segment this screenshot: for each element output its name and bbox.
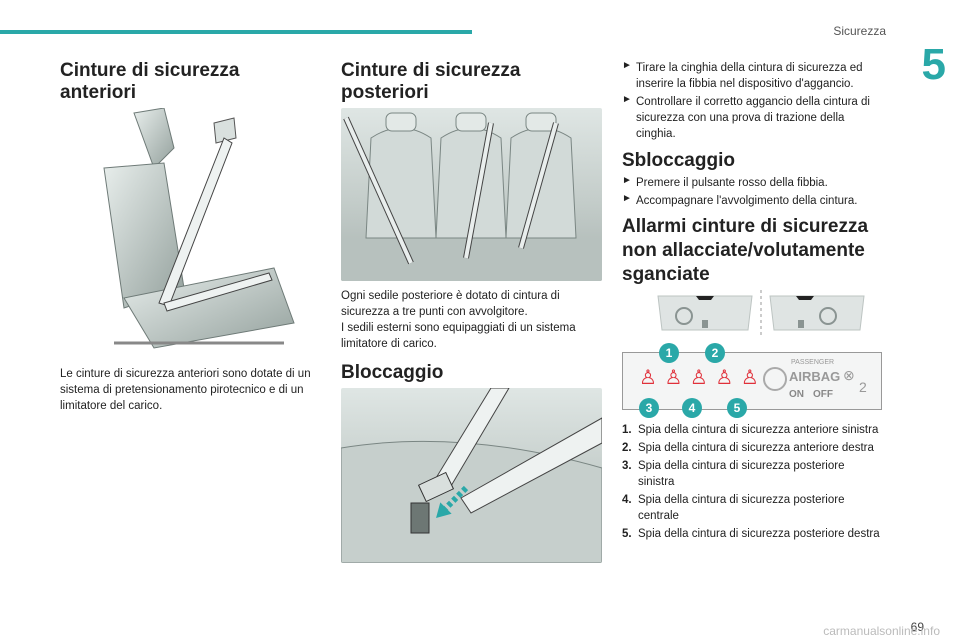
step-1: ►Tirare la cinghia della cintura di sicu… [622, 60, 863, 90]
on-label: ON [789, 389, 804, 400]
seatbelt-lamp-icon: ♙ [689, 367, 708, 389]
front-seat-illustration [84, 108, 296, 360]
chapter-number: 5 [921, 40, 946, 89]
watermark: carmanualsonline.info [823, 624, 940, 638]
seatbelt-lamp-icon: ♙ [715, 367, 734, 389]
section-name: Sicurezza [833, 24, 886, 38]
arrow-icon: ► [622, 60, 632, 71]
lamp-legend-list: 1.Spia della cintura di sicurezza anteri… [622, 422, 884, 544]
belted-seats-icon: ⊗ [843, 367, 855, 383]
list-item: 2.Spia della cintura di sicurezza anteri… [622, 442, 874, 454]
badge-5: 5 [727, 398, 747, 418]
seatbelt-lamp-icon: ♙ [639, 367, 657, 389]
page-number: 69 [910, 620, 924, 634]
seats-count: 2 [859, 379, 867, 395]
airbag-label: AIRBAG [789, 369, 841, 384]
seatbelt-warning-panel: ♙ ♙ ♙ ♙ ♙ PASSENGER AIRBAG ON OFF ⊗ 2 [622, 352, 882, 410]
list-item: 4.Spia della cintura di sicurezza poster… [622, 494, 845, 522]
off-label: OFF [813, 389, 833, 400]
warning-lamp-icons: ♙ ♙ ♙ ♙ ♙ [639, 365, 759, 389]
rear-belts-text-1: Ogni sedile posteriore è dotato di cintu… [341, 290, 560, 318]
front-belts-text: Le cinture di sicurezza anteriori sono d… [60, 368, 311, 412]
list-item: 1.Spia della cintura di sicurezza anteri… [622, 424, 879, 436]
unlock-title: Sbloccaggio [622, 150, 735, 171]
seatbelt-lamp-icon: ♙ [664, 367, 683, 389]
locking-title: Bloccaggio [341, 362, 444, 383]
locking-steps: ►Tirare la cinghia della cintura di sicu… [622, 60, 884, 144]
rear-seat-illustration [341, 108, 602, 281]
step-3: ►Premere il pulsante rosso della fibbia. [622, 175, 828, 189]
rear-belts-text-2: I sedili esterni sono equipaggiati di un… [341, 322, 576, 350]
badge-4: 4 [682, 398, 702, 418]
airbag-off-icon [763, 367, 787, 391]
unlock-steps: ►Premere il pulsante rosso della fibbia.… [622, 175, 884, 211]
step-4: ►Accompagnare l'avvolgimento della cintu… [622, 193, 858, 207]
seatbelt-lamp-icon: ♙ [740, 367, 759, 389]
badge-3: 3 [639, 398, 659, 418]
alarm-title: Allarmi cinture di sicurezza non allacci… [622, 216, 869, 285]
dashboard-locations [656, 290, 866, 336]
step-2: ►Controllare il corretto aggancio della … [622, 94, 870, 140]
list-item: 3.Spia della cintura di sicurezza poster… [622, 460, 845, 488]
rear-seat-image [341, 112, 602, 281]
front-belts-title: Cinture di sicurezza anteriori [60, 60, 240, 103]
dashboard-location-image [657, 290, 865, 336]
arrow-icon: ► [622, 175, 632, 186]
list-item: 5.Spia della cintura di sicurezza poster… [622, 528, 880, 540]
badge-1: 1 [659, 343, 679, 363]
arrow-icon: ► [622, 94, 632, 105]
arrow-icon: ► [622, 193, 632, 204]
buckle-image [341, 388, 602, 563]
header-accent-bar [0, 30, 472, 34]
buckle-illustration [341, 388, 602, 563]
front-seat-image [103, 108, 295, 349]
rear-belts-title: Cinture di sicurezza posteriori [341, 60, 521, 103]
badge-2: 2 [705, 343, 725, 363]
passenger-label: PASSENGER [791, 359, 835, 366]
